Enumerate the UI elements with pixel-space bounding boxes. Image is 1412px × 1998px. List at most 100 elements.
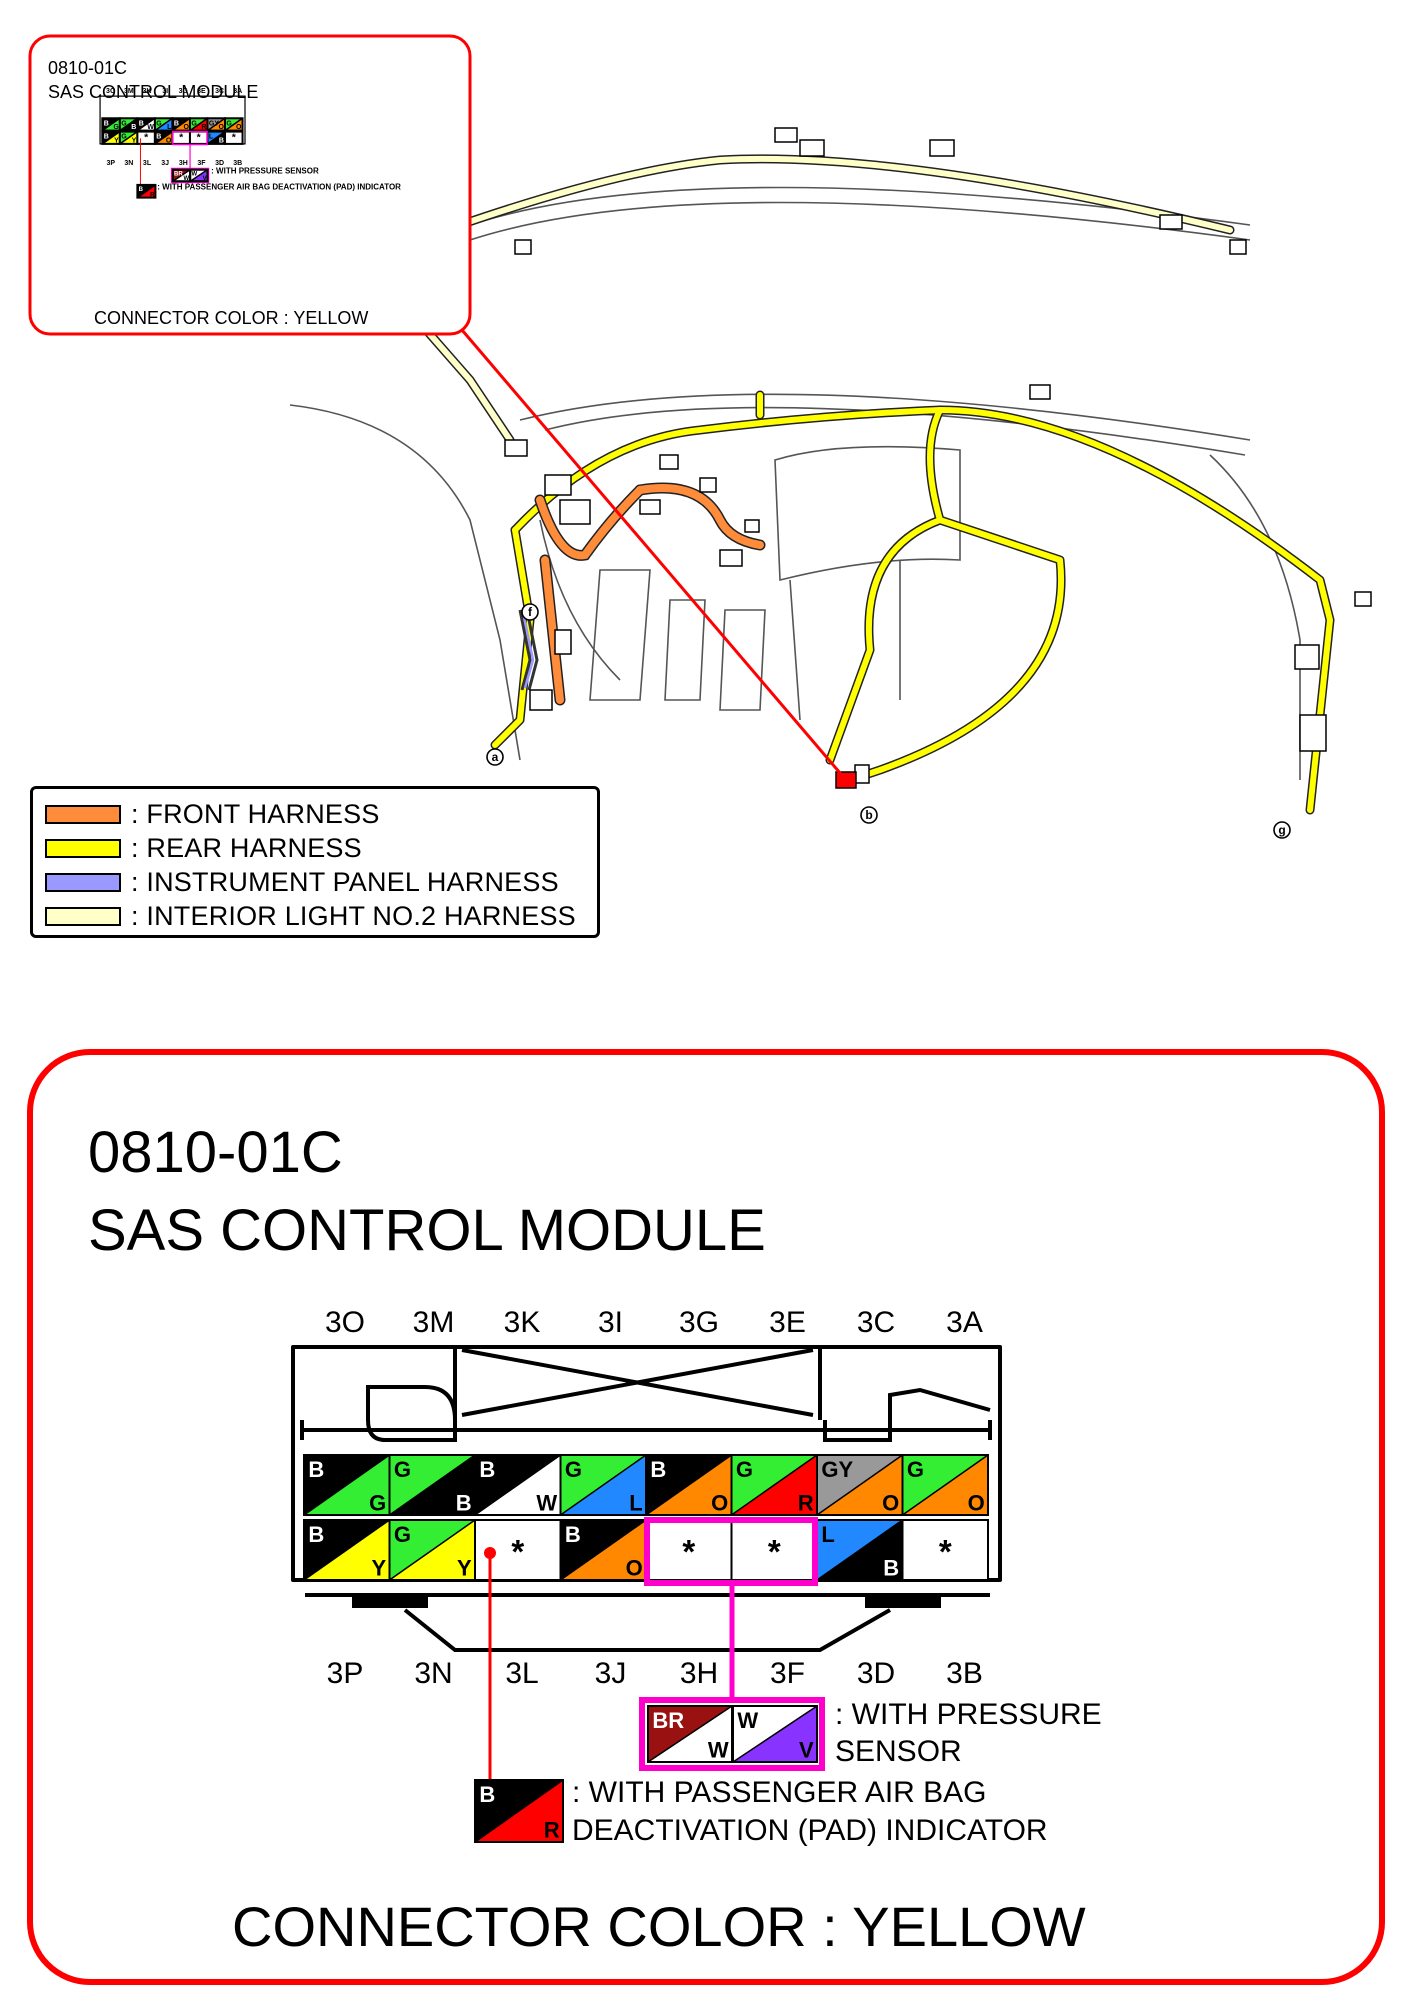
pressure-note-line2: SENSOR xyxy=(835,1735,962,1768)
terminal-3j-stripe-color: O xyxy=(626,1556,643,1581)
pressure-wire-2: WV xyxy=(732,1705,818,1763)
legend-row-rear-harness: : REAR HARNESS xyxy=(45,831,585,865)
inset-terminal-3f-b: * xyxy=(188,130,209,145)
terminal-3e: GR xyxy=(730,1454,818,1516)
inset-terminal-3l-b-blank-mark: * xyxy=(144,131,149,143)
legend-row-instrument-panel-harness: : INSTRUMENT PANEL HARNESS xyxy=(45,865,585,899)
inset-terminal-3k-stripe-color: W xyxy=(147,124,154,131)
inset-pin-label-3f-b: 3F xyxy=(197,160,206,167)
inset-terminal-3d-b: LB xyxy=(206,130,227,145)
inset-pin-label-3n-b: 3N xyxy=(124,160,133,167)
connector-housing xyxy=(291,1345,1002,1652)
terminal-3k: BW xyxy=(474,1454,562,1516)
legend-label-rear: : REAR HARNESS xyxy=(131,832,362,863)
inset-pressure-wire-1: BRW xyxy=(171,168,192,183)
inset-code: 0810-01C xyxy=(48,58,127,78)
inset-terminal-3n-b-base-color: G xyxy=(121,134,127,141)
legend-label-front: : FRONT HARNESS xyxy=(131,798,380,829)
inset-pressure-wire-1-base-color: BR xyxy=(174,172,183,178)
inset-pin-label-3p-b: 3P xyxy=(106,160,115,167)
terminal-3j: BO xyxy=(559,1519,647,1581)
terminal-3k-stripe-color: W xyxy=(536,1491,557,1516)
legend-label-interior-light: : INTERIOR LIGHT NO.2 HARNESS xyxy=(131,900,576,931)
inset-terminal-3b-b: * xyxy=(224,130,244,145)
inset-terminal-3g-stripe-color: O xyxy=(183,124,189,131)
pad-wire: BR xyxy=(474,1779,564,1843)
inset-terminal-3e-stripe-color: R xyxy=(201,124,206,131)
inset-leader-line xyxy=(460,329,848,781)
terminal-3n-stripe-color: Y xyxy=(457,1556,472,1581)
pin-label-3p: 3P xyxy=(327,1657,364,1690)
inset-pin-label-3a: 3A xyxy=(233,88,242,95)
inset-pressure-wire-2-stripe-color: V xyxy=(203,176,207,182)
terminal-3a: GO xyxy=(901,1454,989,1516)
inset-terminal-3o: BG xyxy=(101,117,121,132)
inset-pin-label-3l-b: 3L xyxy=(143,160,152,167)
inset-pin-label-3k: 3K xyxy=(143,88,152,95)
terminal-3i-stripe-color: L xyxy=(629,1491,642,1516)
terminal-3l-blank-mark: * xyxy=(511,1533,524,1570)
terminal-3h: * xyxy=(645,1519,733,1581)
inset-terminal-3h-b-blank-mark: * xyxy=(179,131,184,143)
pin-label-3o: 3O xyxy=(325,1306,365,1339)
inset-pin-label-3d-b: 3D xyxy=(215,160,224,167)
inset-terminal-3k-base-color: B xyxy=(139,120,144,127)
terminal-3d: LB xyxy=(816,1519,904,1581)
legend-swatch-interior-light xyxy=(45,906,121,926)
pad-wire-stripe-color: R xyxy=(544,1818,560,1843)
inset-pin-label-3e: 3E xyxy=(197,88,206,95)
inset-terminal-3d-b-stripe-color: B xyxy=(219,138,224,145)
terminal-3d-base-color: L xyxy=(821,1522,834,1547)
inset-terminal-3n-b-stripe-color: Y xyxy=(132,138,137,145)
terminal-3h-blank-mark: * xyxy=(682,1533,695,1570)
ground-point-f: f xyxy=(528,605,533,619)
terminal-3b-blank-mark: * xyxy=(939,1533,952,1570)
inset-terminal-3c: GYO xyxy=(206,117,227,132)
pin-label-3j: 3J xyxy=(595,1657,627,1690)
pressure-wire-1: BRW xyxy=(647,1705,733,1763)
pressure-wire-2-stripe-color: V xyxy=(799,1738,814,1763)
inset-pin-label-3j-b: 3J xyxy=(161,160,169,167)
terminal-3i: GL xyxy=(559,1454,647,1516)
terminal-3c-base-color: GY xyxy=(821,1457,853,1482)
inset-terminal-3o-stripe-color: G xyxy=(113,124,119,131)
pin-label-3g: 3G xyxy=(679,1306,719,1339)
ground-point-a: a xyxy=(492,750,499,764)
connector-latches xyxy=(352,1596,941,1608)
terminal-3k-base-color: B xyxy=(479,1457,495,1482)
inset-pin-label-3g: 3G xyxy=(179,88,189,95)
inset-terminal-3b-b-blank-mark: * xyxy=(232,131,237,143)
inset-pressure-wire-2-base-color: W xyxy=(191,172,197,178)
inset-terminal-3i: GL xyxy=(153,117,174,132)
inset-pin-label-3m: 3M xyxy=(124,88,134,95)
inset-pin-label-3o: 3O xyxy=(106,88,116,95)
inset-pin-label-3c: 3C xyxy=(215,88,224,95)
inset-terminal-3f-b-blank-mark: * xyxy=(197,131,202,143)
legend-row-interior-light-harness: : INTERIOR LIGHT NO.2 HARNESS xyxy=(45,899,585,933)
inset-terminal-3a-base-color: G xyxy=(226,120,232,127)
terminal-3j-base-color: B xyxy=(565,1522,581,1547)
terminal-3b: * xyxy=(901,1519,989,1581)
pin-label-3i: 3I xyxy=(598,1306,623,1339)
inset-terminal-3g: BO xyxy=(171,117,191,132)
detail-connector-color: CONNECTOR COLOR : YELLOW xyxy=(232,1895,1086,1958)
inset-pin-label-3b-b: 3B xyxy=(233,160,242,167)
inset-terminal-3e: GR xyxy=(188,117,209,132)
terminal-3c: GY O xyxy=(816,1454,904,1516)
terminal-3c-stripe-color: O xyxy=(882,1491,899,1516)
pad-note-line1: : WITH PASSENGER AIR BAG xyxy=(572,1776,987,1809)
inset-callout-frame xyxy=(28,34,472,336)
legend-swatch-rear xyxy=(45,838,121,858)
inset-terminal-3m-stripe-color: B xyxy=(131,124,136,131)
ground-point-g: g xyxy=(1278,823,1285,837)
terminal-3p: BY xyxy=(303,1519,391,1581)
pressure-wire-2-base-color: W xyxy=(737,1708,758,1733)
terminal-3g-stripe-color: O xyxy=(711,1491,728,1516)
terminal-3o: BG xyxy=(303,1454,391,1516)
terminal-3i-base-color: G xyxy=(565,1457,582,1482)
pin-label-3m: 3M xyxy=(413,1306,455,1339)
legend-swatch-instrument-panel xyxy=(45,872,121,892)
terminal-3a-base-color: G xyxy=(907,1457,924,1482)
